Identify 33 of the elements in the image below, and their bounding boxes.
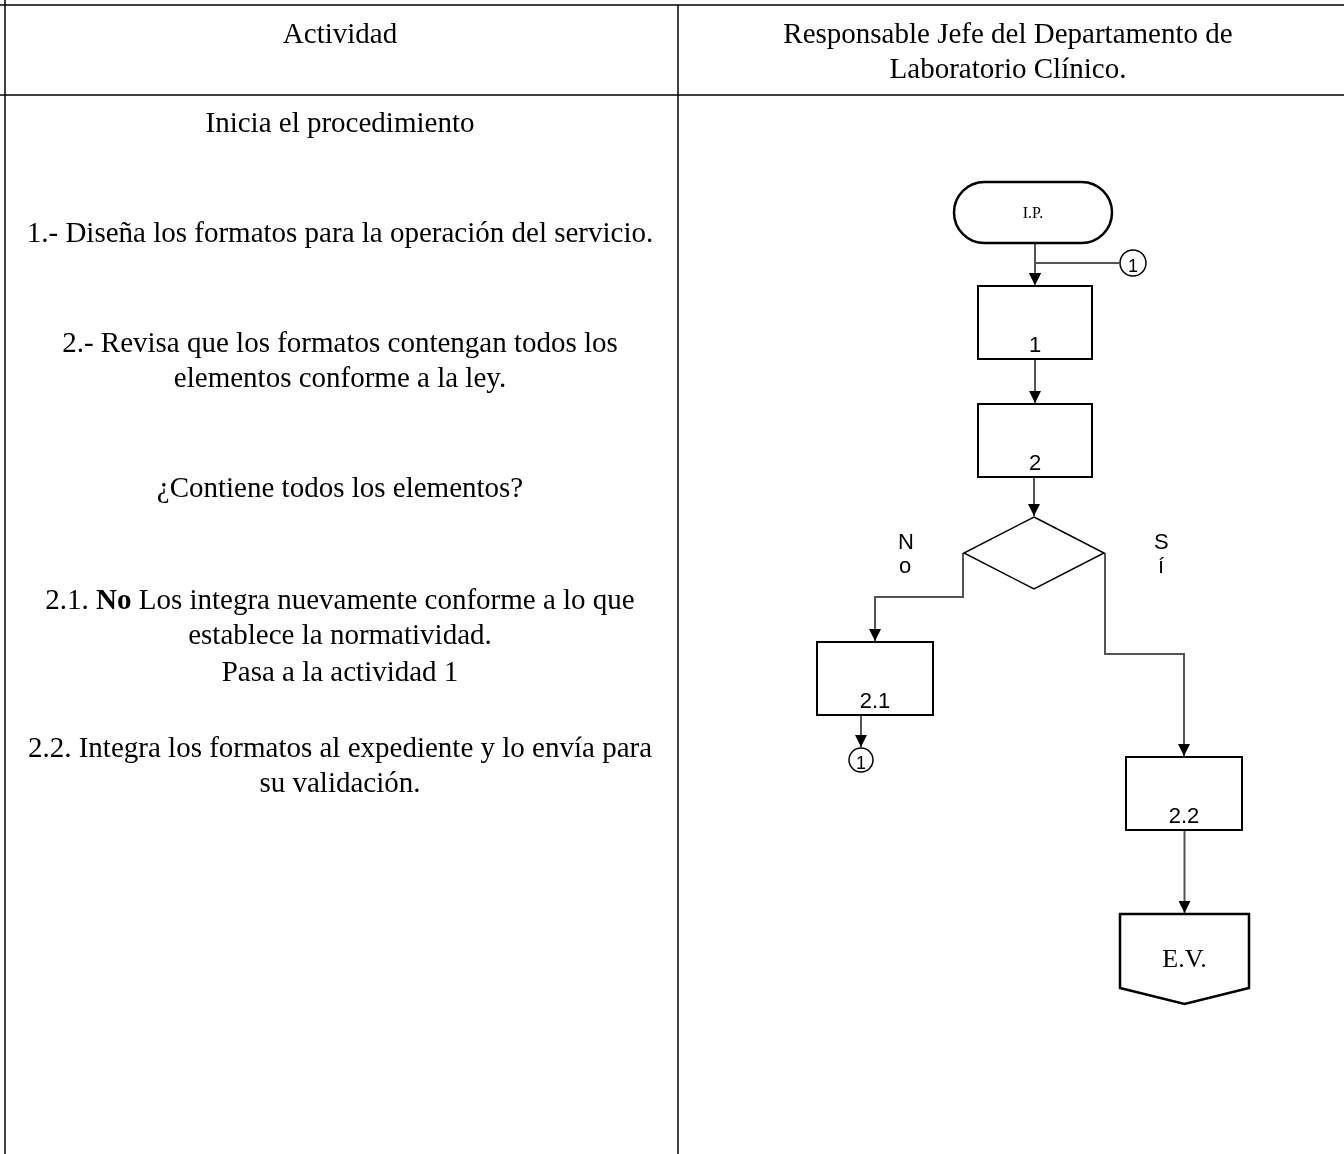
node-label: E.V. (1162, 944, 1207, 974)
decision-diamond (963, 516, 1105, 590)
node-label: 1 (1128, 255, 1138, 277)
activity-text: ¿Contiene todos los elementos? (155, 470, 525, 505)
activity-text: 2.1. No Los integra nuevamente conforme a lo que establece la normatividad. (44, 582, 636, 652)
node-label: 2.1 (859, 688, 891, 714)
node-label: 2.2 (1168, 803, 1200, 829)
node-label: 1 (856, 752, 866, 774)
arrow (855, 715, 867, 748)
activity-text: 1.- Diseña los formatos para la operación del servicio. (25, 215, 655, 250)
arrow (1104, 552, 1190, 757)
activity-text: Pasa a la actividad 1 (220, 654, 460, 689)
connector-circle (1119, 249, 1147, 277)
activity-text: 2.- Revisa que los formatos contengan todos los elementos conforme a la ley. (61, 325, 619, 395)
process-box (816, 641, 934, 716)
arrow (869, 552, 964, 642)
column-header: Actividad (281, 16, 399, 51)
off-page-connector (1119, 913, 1250, 1005)
node-label: 1 (1028, 332, 1042, 358)
arrow (1029, 359, 1041, 404)
process-box (977, 403, 1093, 478)
arrow (1028, 477, 1040, 517)
process-box (977, 285, 1093, 360)
arrow (1029, 262, 1120, 286)
node-label: I.P. (1022, 203, 1044, 222)
activity-text: 2.2. Integra los formatos al expediente y lo envía para su validación. (26, 730, 654, 800)
arrow (1178, 830, 1191, 914)
node-label: 2 (1028, 450, 1042, 476)
terminal-shape (953, 181, 1113, 244)
connector-circle (848, 747, 874, 773)
activity-text: Inicia el procedimiento (204, 105, 476, 140)
column-header: Responsable Jefe del Departamento de Laboratorio Clínico. (782, 16, 1234, 86)
process-box (1125, 756, 1243, 831)
